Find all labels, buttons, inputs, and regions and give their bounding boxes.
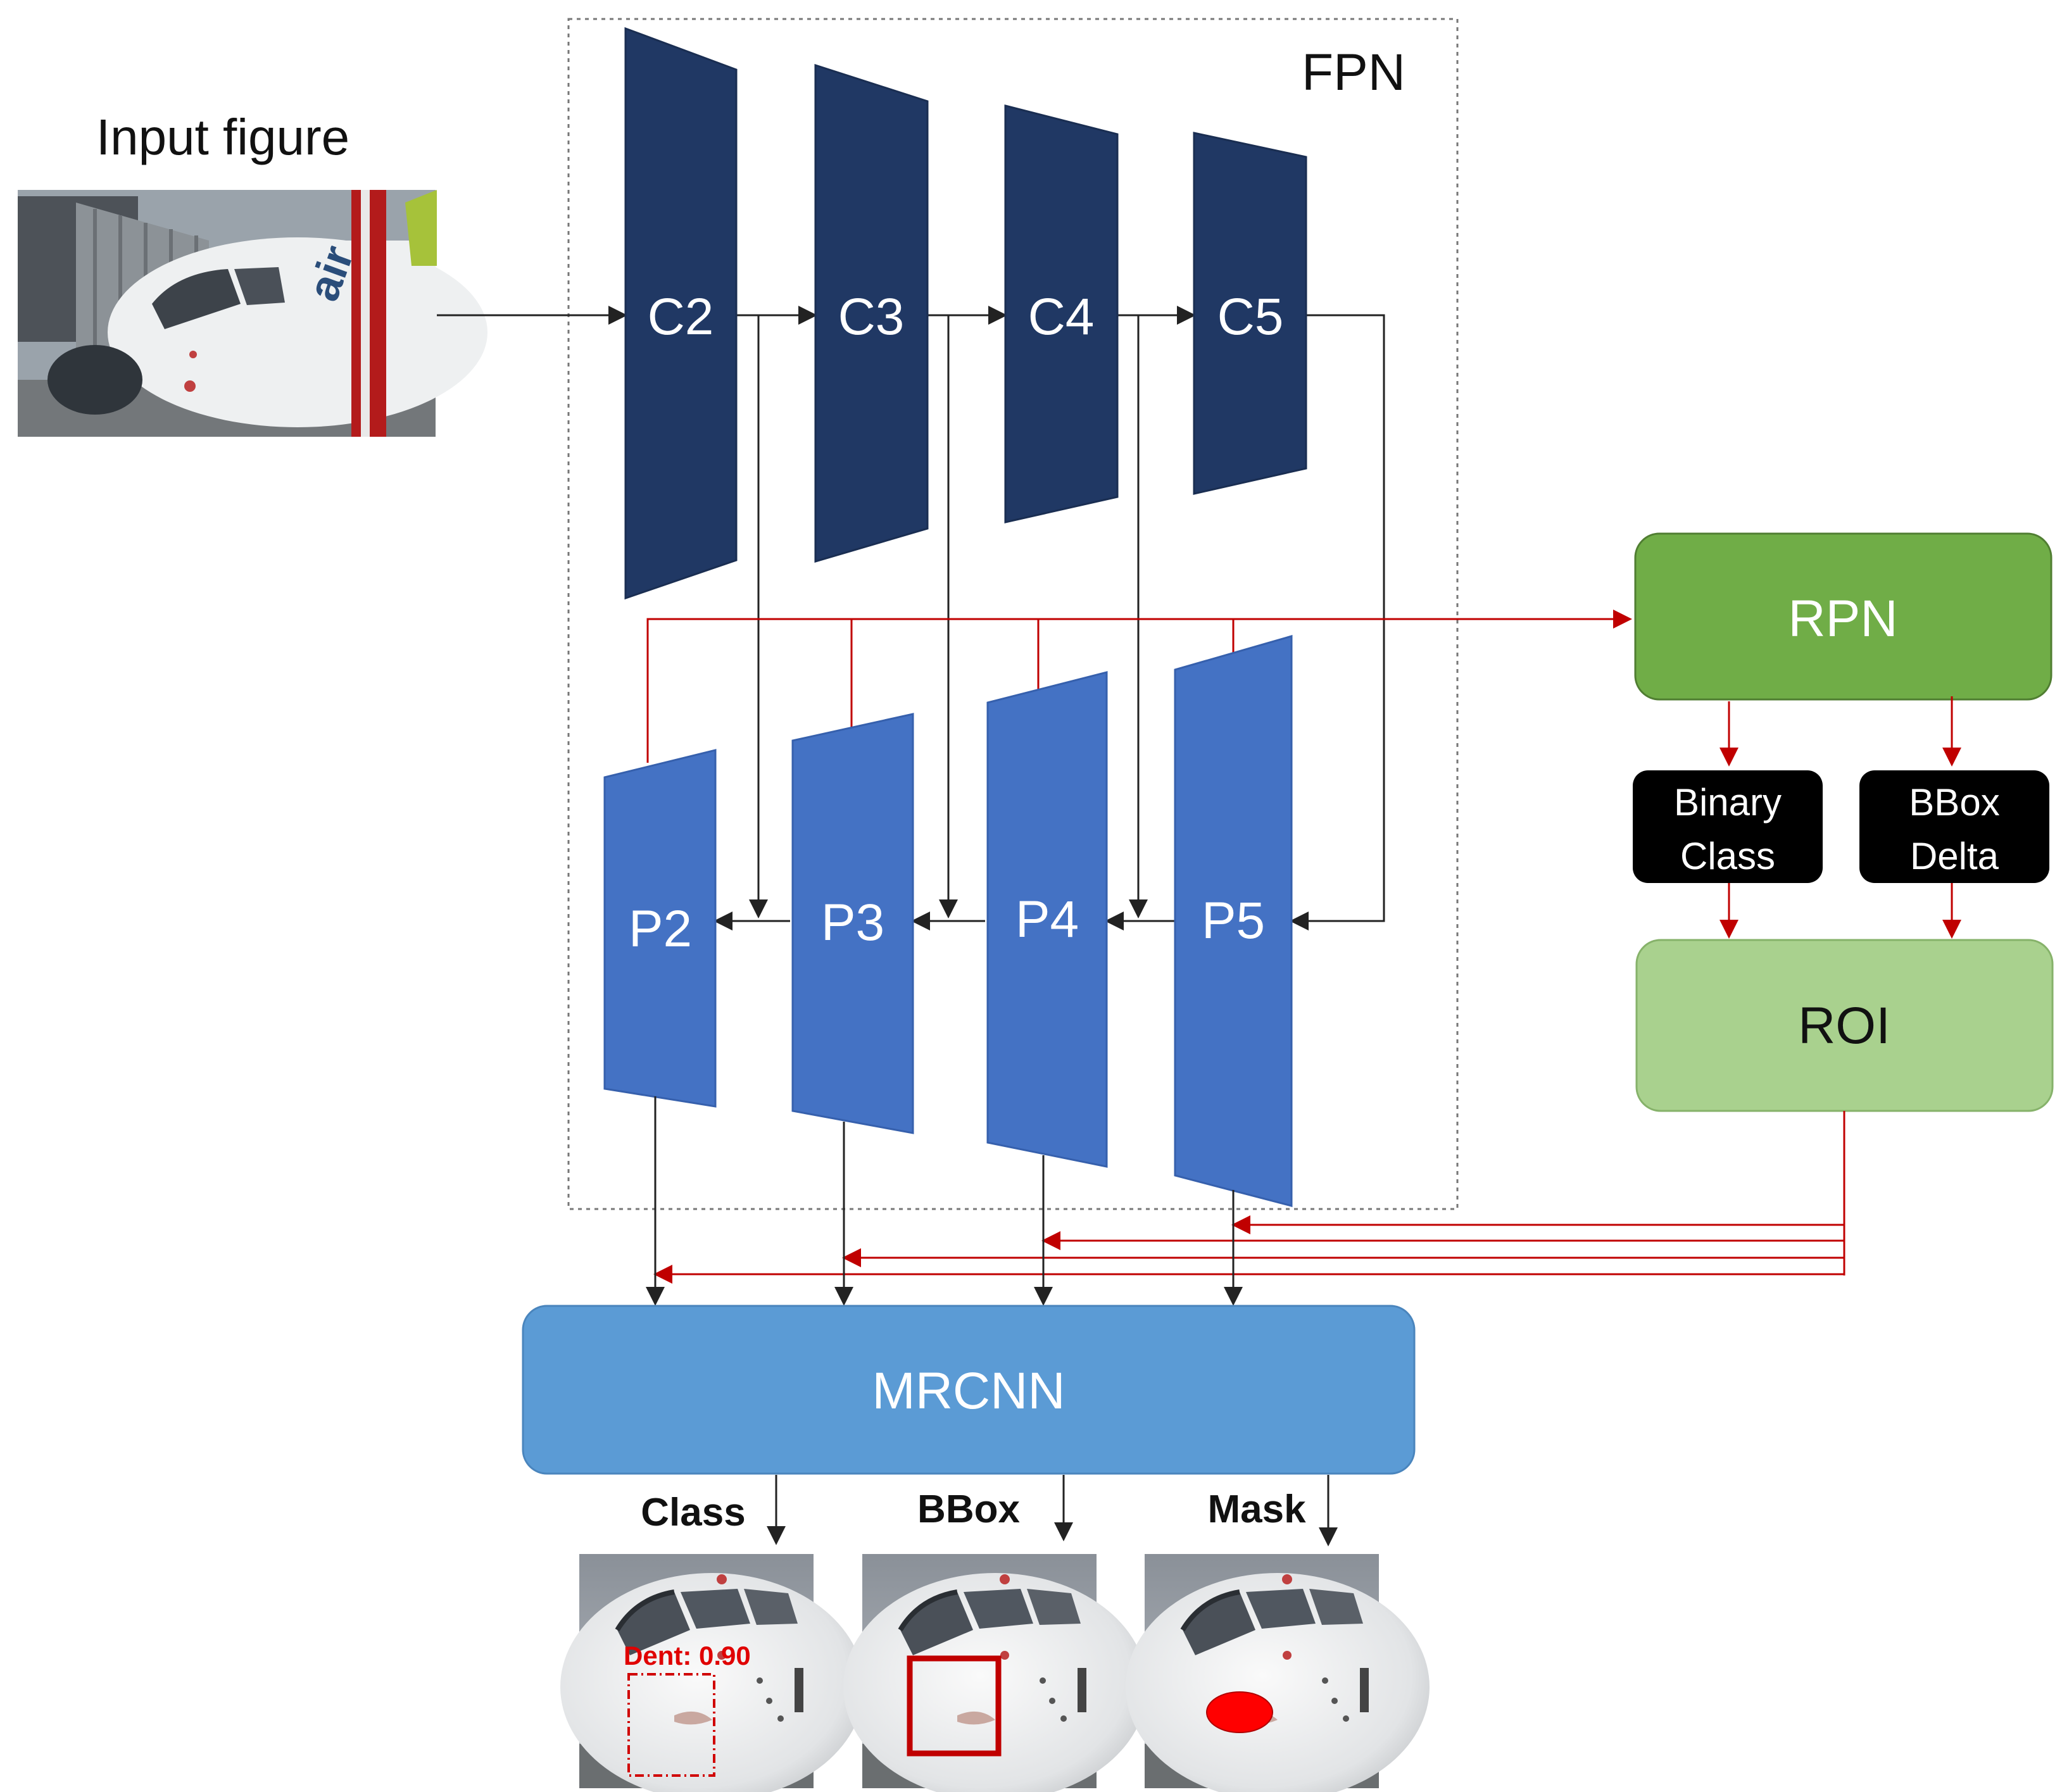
input-airplane-photo: air [18,190,487,437]
svg-text:P5: P5 [1202,892,1265,949]
fpn-frame [567,18,1459,1210]
svg-text:C3: C3 [838,288,905,346]
svg-text:P3: P3 [821,894,884,951]
input-figure-title: Input figure [96,109,349,165]
output-bbox-image [843,1554,1147,1792]
svg-text:C4: C4 [1028,288,1095,346]
backbone-stage-c3: C3 [814,63,929,563]
pyramid-to-mrcnn-connectors [646,1096,1243,1306]
output-class-label: Class [641,1491,745,1534]
svg-text:MRCNN: MRCNN [872,1362,1065,1420]
pyramid-level-p2: P2 [603,749,717,1108]
svg-text:C2: C2 [648,288,714,346]
binary-class-head: Binary Class [1633,770,1823,883]
svg-text:RPN: RPN [1788,590,1897,648]
roi-output-connectors [653,1111,1845,1284]
svg-text:ROI: ROI [1798,997,1890,1055]
output-bbox-label: BBox [917,1488,1020,1531]
mrcnn-output-connectors [767,1475,1338,1546]
svg-text:Delta: Delta [1910,835,1999,877]
svg-text:Binary: Binary [1674,781,1782,824]
svg-text:C5: C5 [1217,288,1284,346]
rpn-input-connectors [646,610,1632,763]
svg-text:BBox: BBox [1909,781,1999,824]
backbone-stage-c2: C2 [624,27,738,600]
mrcnn-box: MRCNN [522,1305,1416,1475]
fpn-label: FPN [1302,44,1405,101]
pyramid-level-p5: P5 [1174,635,1293,1207]
output-class-image: Dent: 0.90 [560,1554,864,1792]
output-mask-label: Mask [1207,1488,1306,1531]
svg-text:P2: P2 [629,900,692,958]
output-mask-image [1126,1554,1430,1792]
roi-box: ROI [1635,939,2054,1112]
bbox-delta-head: BBox Delta [1859,770,2049,883]
backbone-stage-c5: C5 [1193,132,1307,495]
rpn-output-connectors [1719,696,1961,939]
svg-text:Class: Class [1680,835,1775,877]
rpn-box: RPN [1634,532,2053,701]
svg-text:Dent: 0.90: Dent: 0.90 [624,1641,751,1670]
backbone-stage-c4: C4 [1004,104,1119,523]
pyramid-level-p4: P4 [986,671,1108,1168]
pyramid-level-p3: P3 [791,713,914,1134]
backbone-connectors [437,306,1385,930]
svg-text:P4: P4 [1015,891,1079,948]
